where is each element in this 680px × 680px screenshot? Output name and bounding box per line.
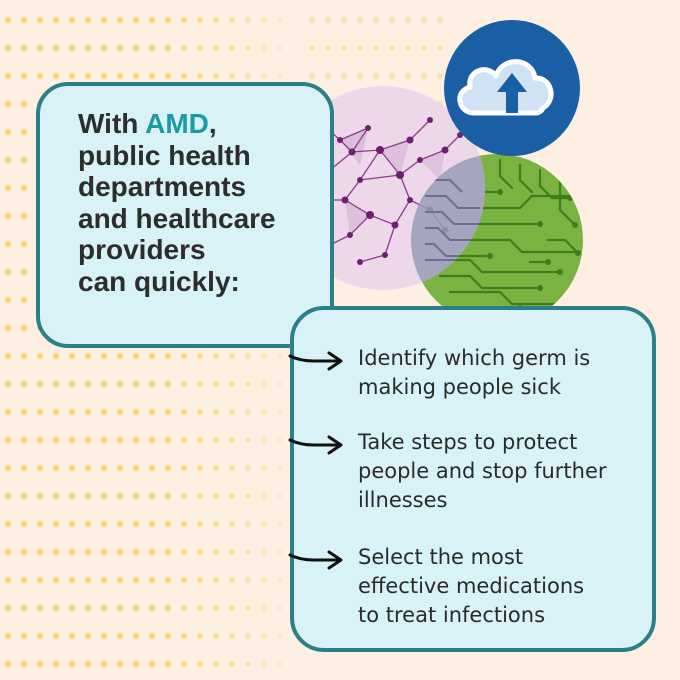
amd-accent: AMD <box>145 108 209 139</box>
bullet-line: Take steps to protect <box>358 430 578 454</box>
benefits-card: Identify which germ is making people sic… <box>288 306 656 652</box>
intro-line-3: and healthcare <box>78 202 276 234</box>
intro-line-0: With AMD, <box>78 108 314 140</box>
arrow-right-icon <box>288 435 343 455</box>
bullet-text: Identify which germ is making people sic… <box>358 344 590 402</box>
intro-line-4: providers <box>78 234 206 265</box>
bullet-line: people and stop further <box>358 459 607 483</box>
intro-line-1: public health <box>78 139 251 171</box>
arrow-right-icon <box>288 351 343 371</box>
bullet-text: Select the most effective medications to… <box>358 543 584 630</box>
intro-heading: With AMD, public health departments and … <box>78 108 314 297</box>
arrow-right-icon <box>288 550 343 570</box>
bullet-line: Select the most <box>358 545 524 569</box>
cloud-upload-icon <box>444 20 580 156</box>
bullet-line: effective medications <box>358 574 585 598</box>
intro-trail: , <box>208 108 217 139</box>
bullet-line: Identify which germ is <box>358 346 591 370</box>
bullet-text: Take steps to protect people and stop fu… <box>358 428 607 515</box>
intro-line-5: can quickly: <box>78 265 240 297</box>
intro-line-2: departments <box>78 171 247 202</box>
bullet-line: illnesses <box>358 488 448 512</box>
bullet-line: to treat infections <box>358 603 546 627</box>
intro-lead: With <box>78 108 146 139</box>
intro-card: With AMD, public health departments and … <box>36 82 334 348</box>
bullet-line: making people sick <box>358 375 561 399</box>
